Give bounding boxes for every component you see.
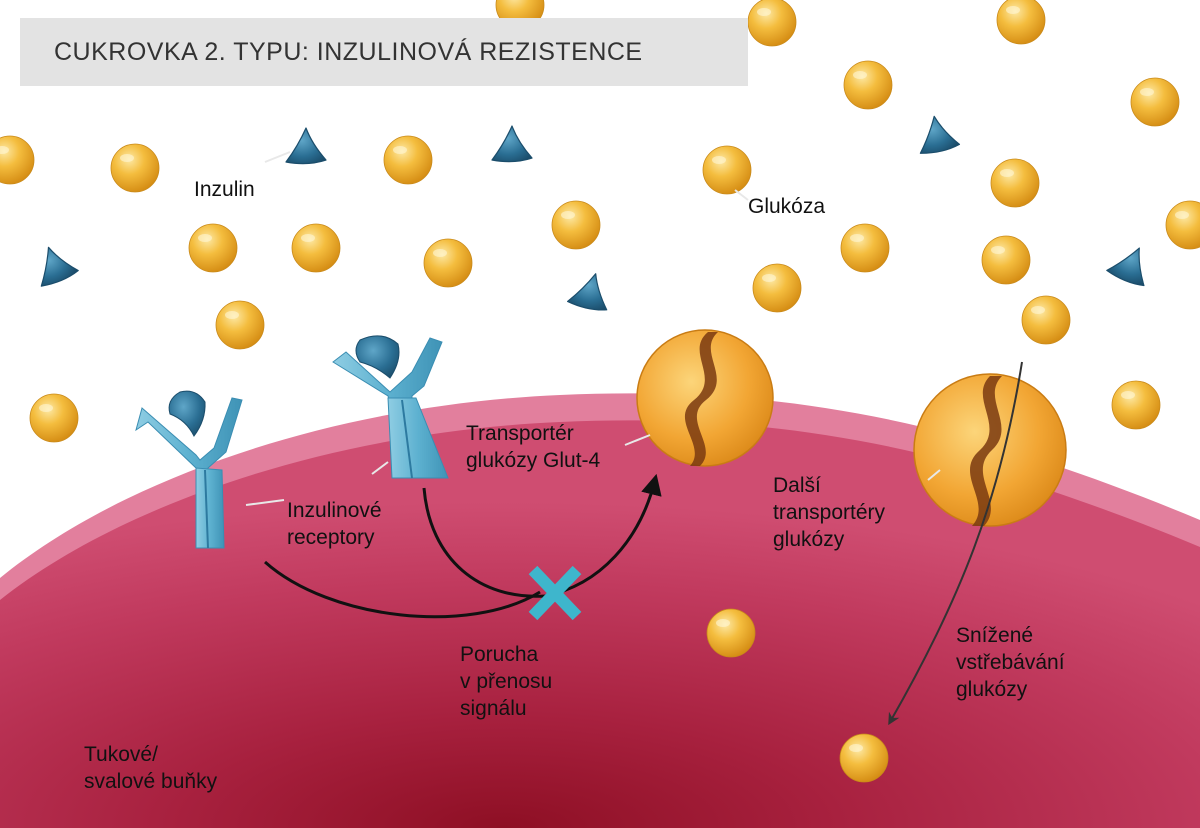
glut4-transporter bbox=[636, 329, 774, 467]
label-leader-lines bbox=[245, 151, 941, 506]
insulin-receptor-2 bbox=[332, 335, 449, 479]
insulin-receptor-1 bbox=[135, 390, 243, 549]
glucose-label: Glukóza bbox=[748, 195, 826, 218]
signal-defect-label: Porucha v přenosu signálu bbox=[460, 643, 553, 720]
other-transporters-label: Další transportéry glukózy bbox=[773, 474, 886, 551]
other-glucose-transporter bbox=[913, 373, 1067, 527]
cells-label: Tukové/ svalové buňky bbox=[84, 743, 218, 793]
glut4-transporter-label: Transportér glukózy Glut-4 bbox=[466, 422, 601, 472]
reduced-uptake-arrow bbox=[888, 361, 1023, 726]
cell-interior bbox=[0, 420, 1200, 828]
page-title: CUKROVKA 2. TYPU: INZULINOVÁ REZISTENCE bbox=[20, 18, 748, 86]
insulin-label: Inzulin bbox=[194, 178, 255, 201]
reduced-uptake-label: Snížené vstřebávání glukózy bbox=[956, 624, 1065, 701]
signal-arrow-1 bbox=[264, 560, 541, 619]
signal-defect-mark bbox=[528, 565, 582, 621]
insulin-receptors-label: Inzulinové receptory bbox=[287, 499, 382, 549]
